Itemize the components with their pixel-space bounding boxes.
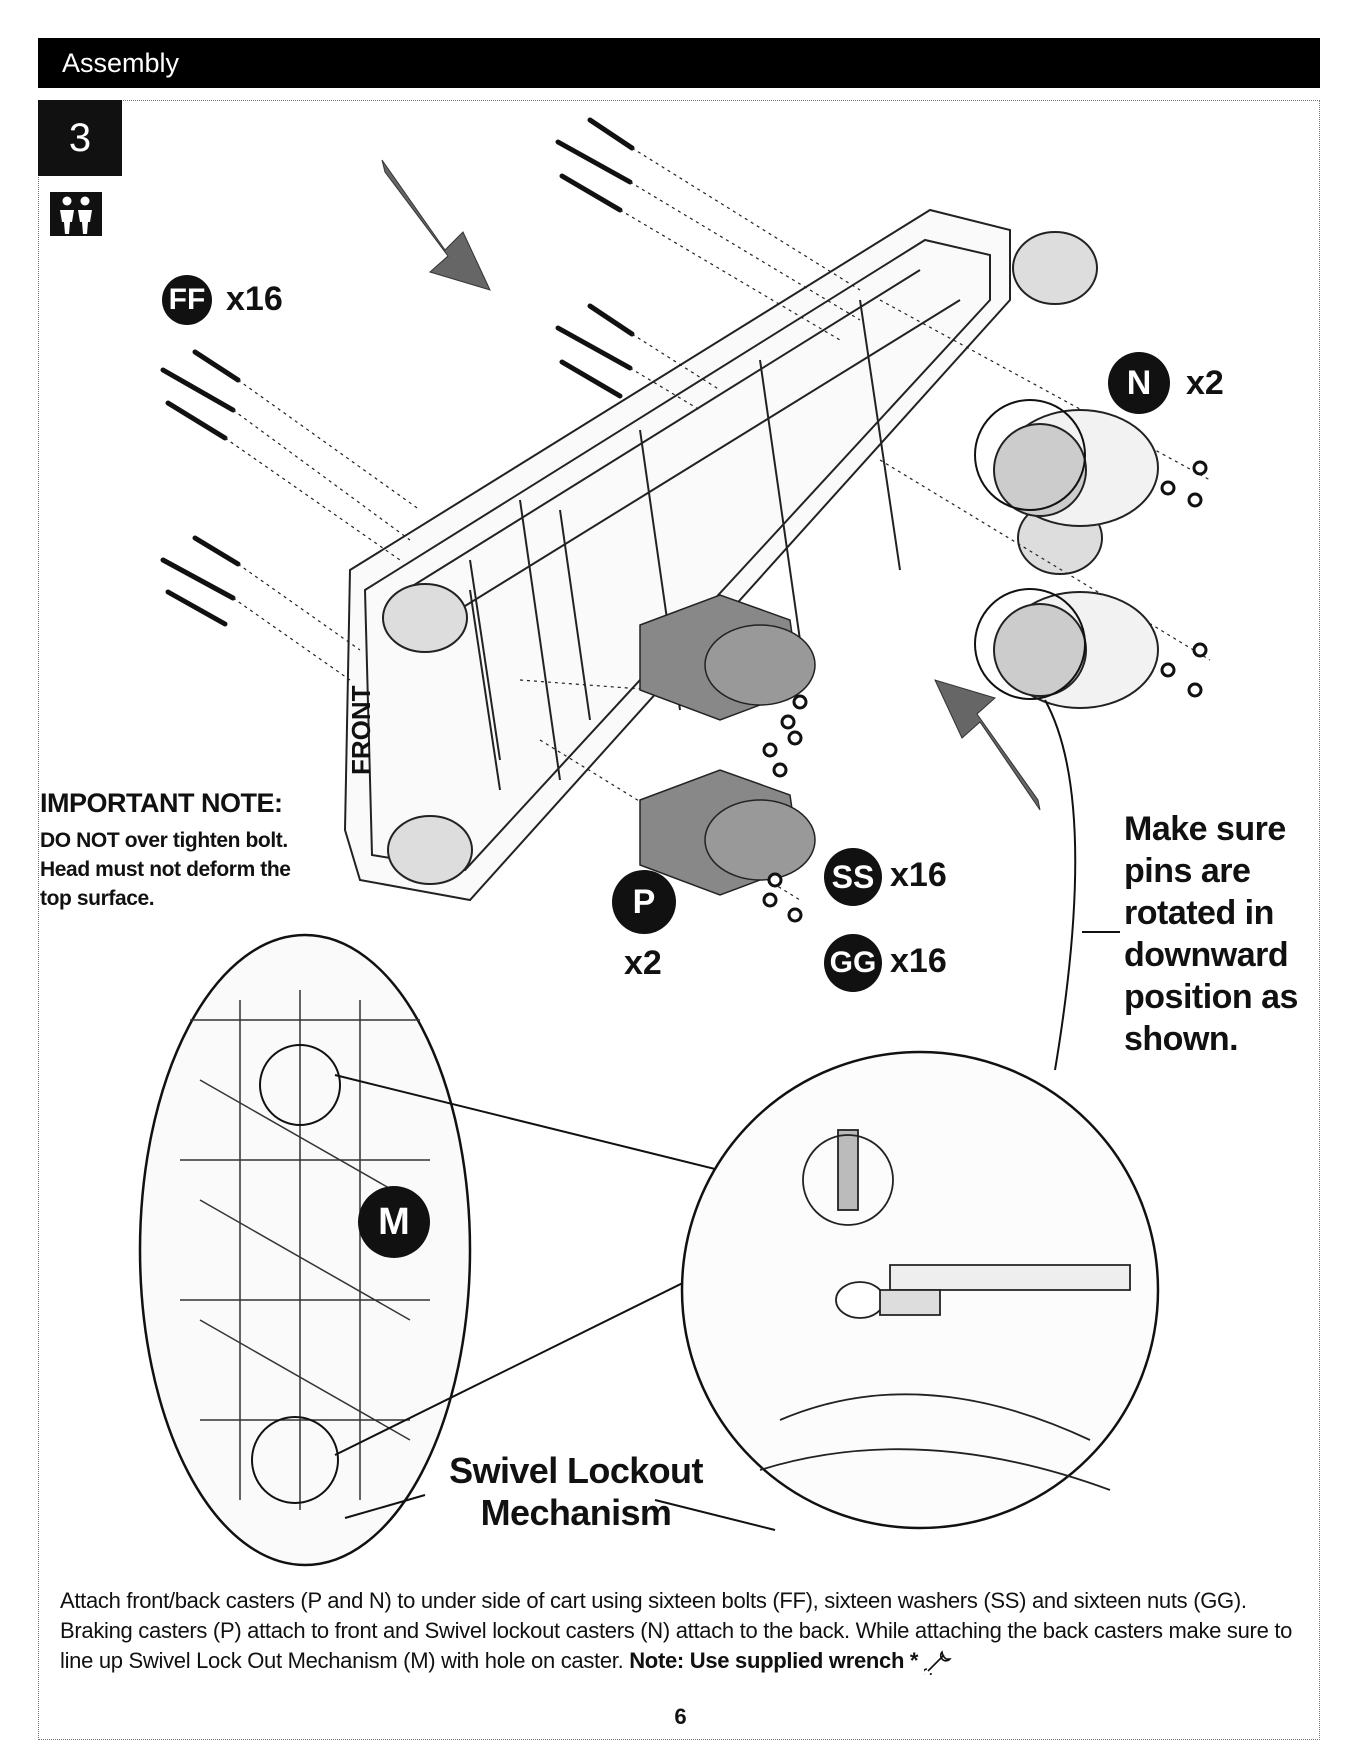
step-number-box: 3: [38, 100, 122, 176]
part-qty-n: x2: [1186, 364, 1224, 402]
magnified-internals: [759, 1129, 1131, 1491]
part-qty-gg: x16: [890, 942, 947, 980]
important-note-body: DO NOT over tighten bolt. Head must not …: [40, 829, 291, 910]
braking-casters: [639, 594, 816, 896]
cart-body: [343, 208, 1011, 902]
part-badge-ss: SS: [824, 848, 882, 906]
part-badge-ff: FF: [162, 275, 212, 325]
part-badge-p: P: [612, 870, 676, 934]
part-badge-m: M: [358, 1186, 430, 1258]
part-qty-ss: x16: [890, 856, 947, 894]
page-number: 6: [674, 1704, 687, 1729]
part-badge-n: N: [1108, 352, 1170, 414]
nuts-washers: [762, 460, 1208, 923]
part-qty-ff: x16: [226, 280, 283, 318]
swivel-pointer-lines: [344, 1494, 776, 1531]
part-qty-p: x2: [624, 944, 662, 982]
swivel-lockout-label: Swivel Lockout Mechanism: [449, 1450, 703, 1533]
mechanism-ellipse: [138, 933, 472, 1567]
front-label: FRONT: [346, 685, 376, 775]
caster-callout-circles: [974, 399, 1120, 1071]
instructions-text: Attach front/back casters (P and N) to u…: [60, 1586, 1310, 1678]
two-people-icon: [50, 192, 102, 236]
cart-wheels: [382, 231, 1103, 885]
step-number: 3: [68, 116, 92, 160]
bolts-ff: [160, 117, 635, 627]
mechanism-detail: [180, 990, 430, 1510]
wrench-icon: [922, 1650, 952, 1678]
part-badge-gg: GG: [824, 934, 882, 992]
pins-callout-text: Make sure pins are rotated in downward p…: [1124, 810, 1298, 1058]
step-frame: [38, 100, 1320, 1740]
section-header: Assembly: [38, 38, 1320, 88]
important-note-title: IMPORTANT NOTE:: [40, 788, 283, 818]
swivel-casters: [993, 409, 1159, 709]
section-title: Assembly: [62, 48, 180, 78]
